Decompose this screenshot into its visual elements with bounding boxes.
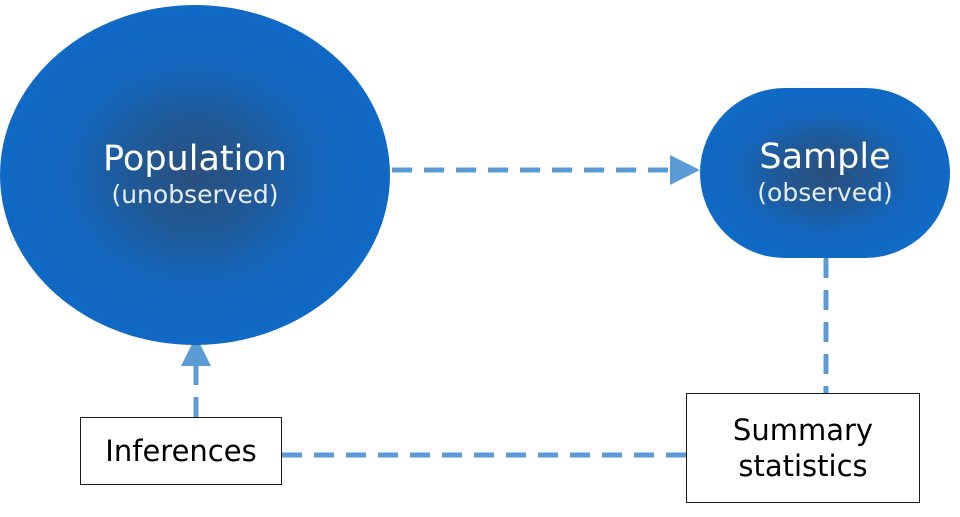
- summary-statistics-box: Summary statistics: [686, 393, 920, 503]
- inferences-label: Inferences: [105, 433, 257, 468]
- summary-statistics-line1: Summary: [732, 412, 874, 447]
- inferences-box: Inferences: [80, 417, 282, 485]
- sample-title: Sample: [759, 136, 891, 177]
- sample-node: Sample (observed): [700, 88, 950, 258]
- arrowhead-to-sample: [670, 155, 700, 185]
- arrowhead-to-population: [181, 336, 211, 366]
- sample-subtitle: (observed): [757, 177, 893, 207]
- summary-statistics-line2: statistics: [738, 449, 868, 483]
- population-node: Population (unobserved): [0, 5, 390, 345]
- population-subtitle: (unobserved): [111, 179, 279, 209]
- population-title: Population: [103, 138, 287, 179]
